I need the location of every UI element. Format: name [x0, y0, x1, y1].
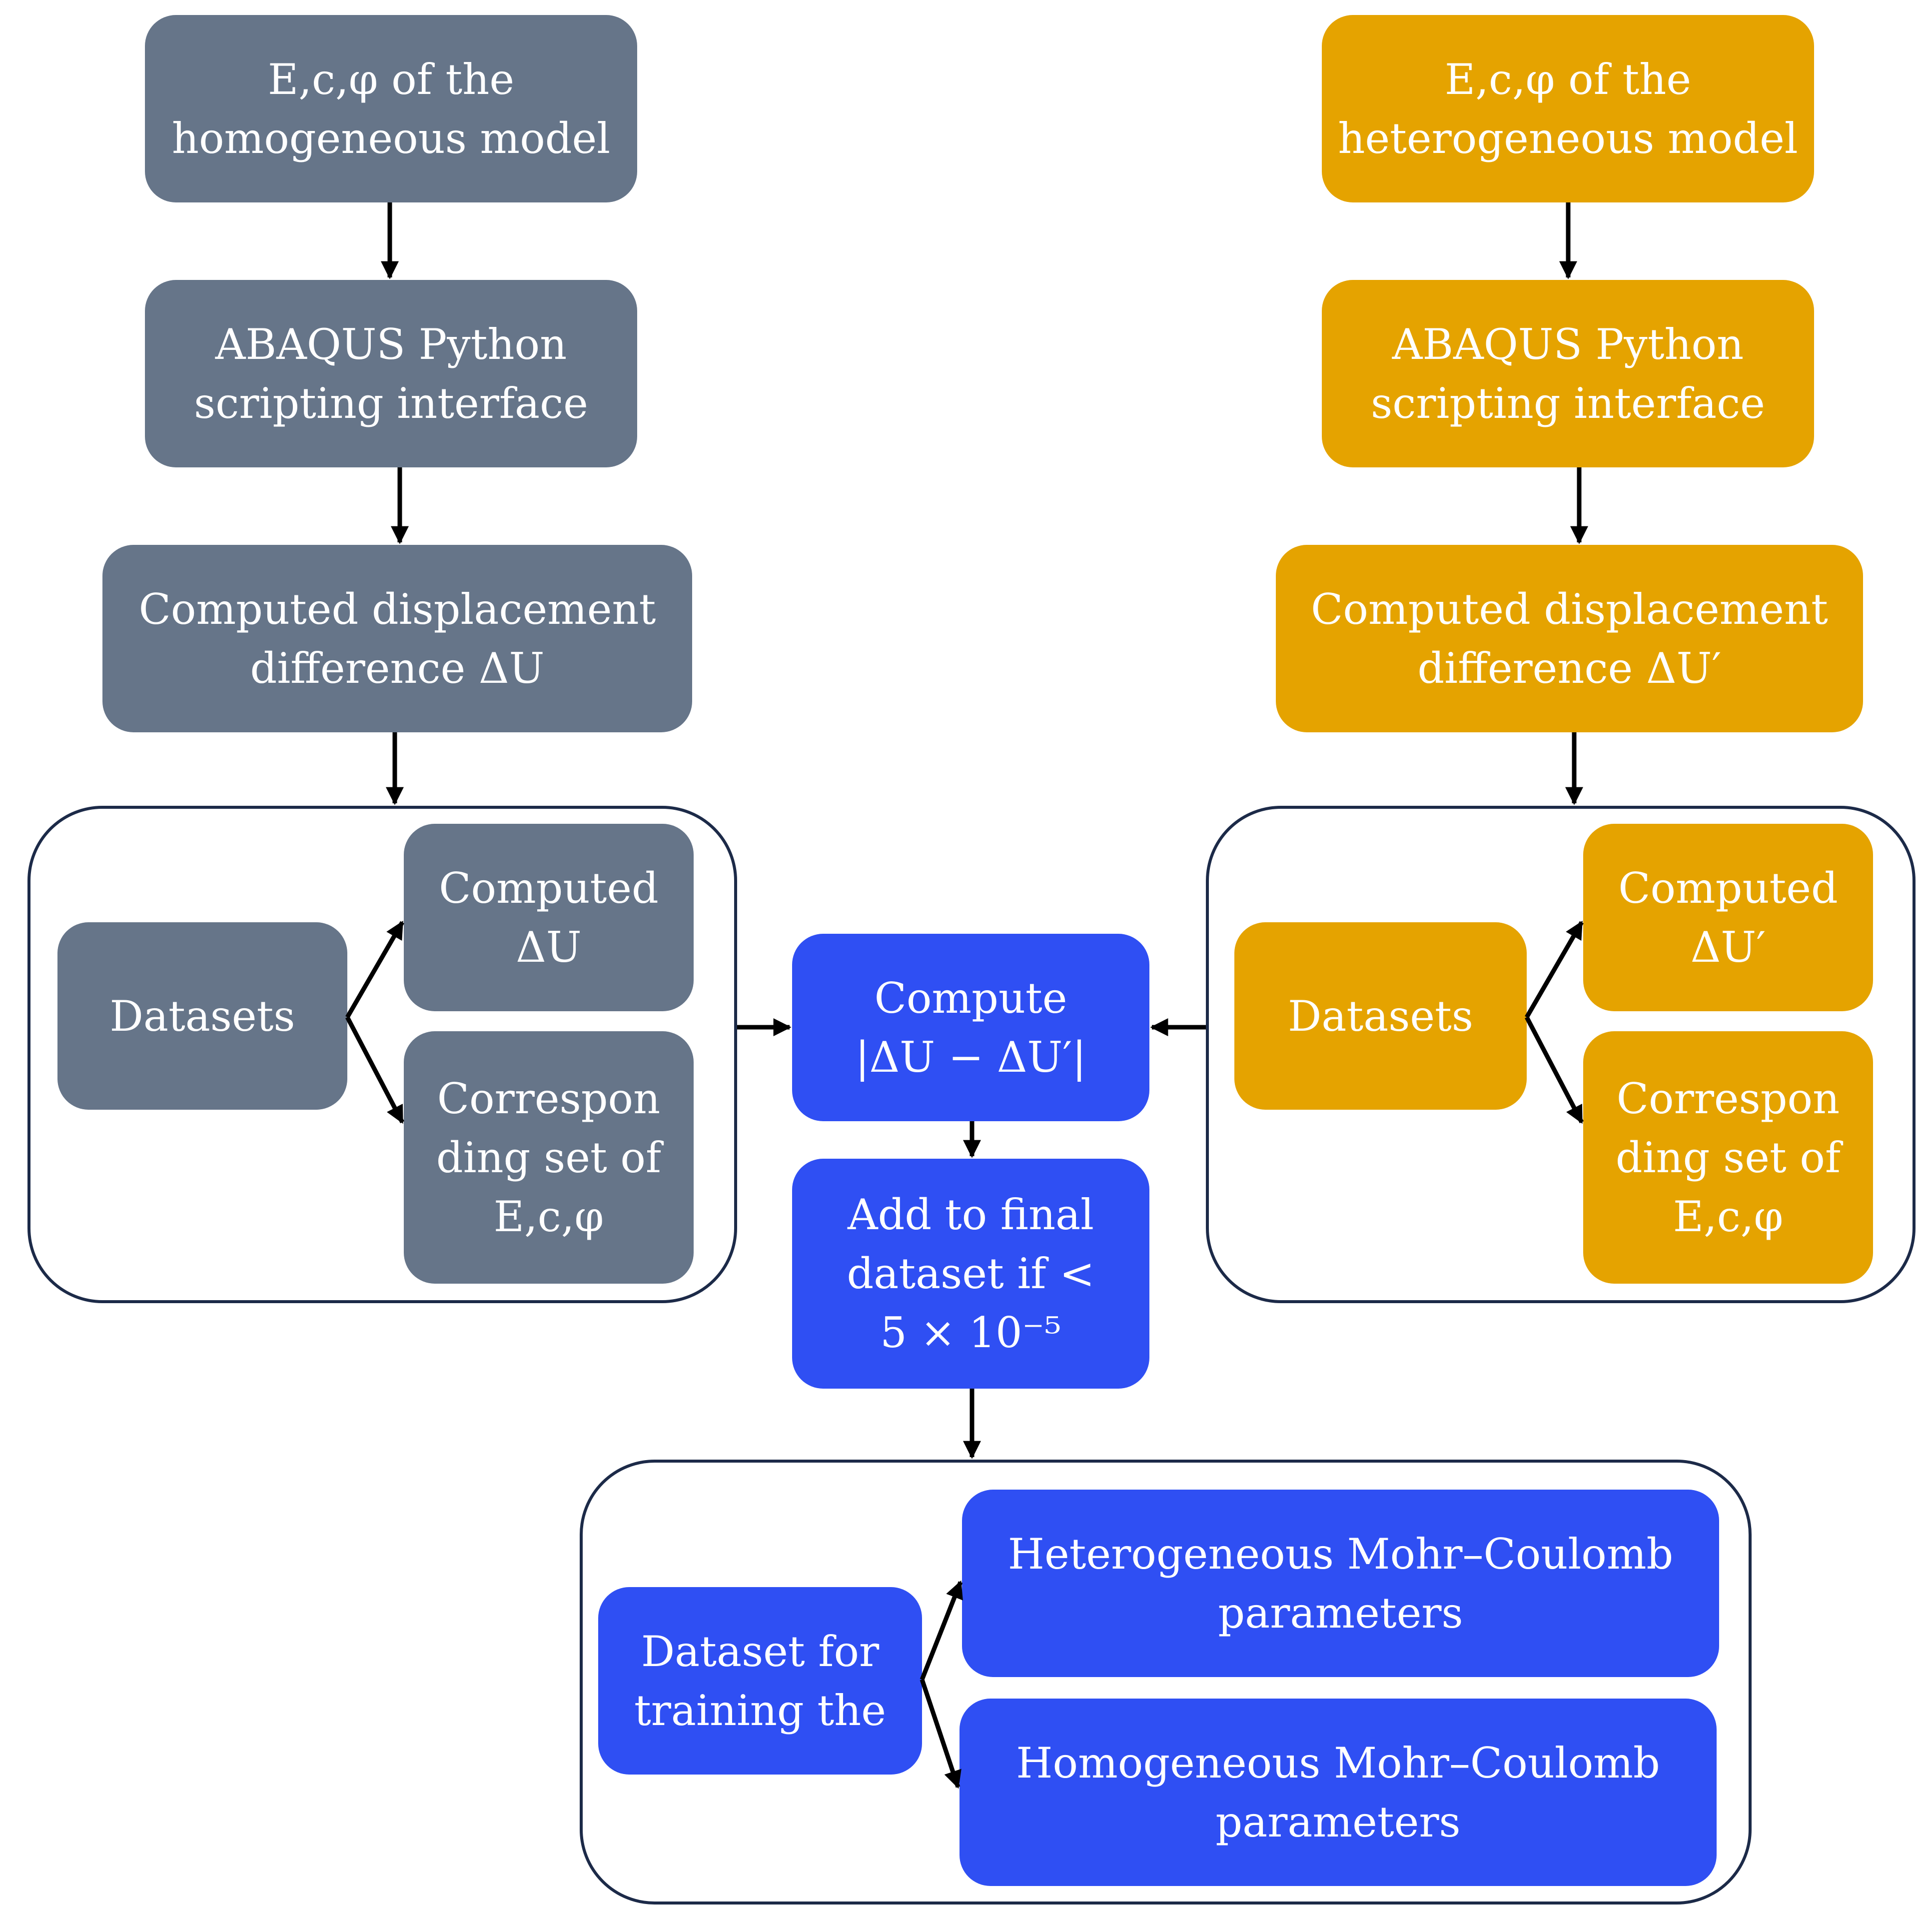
homogeneous-input-line-1: E,c,φ of the	[267, 54, 515, 104]
homogeneous-computed-box: Computed ΔU	[404, 824, 694, 1011]
heterogeneous-abaqus-line-1: ABAQUS Python	[1392, 319, 1744, 369]
heterogeneous-input-line-1: E,c,φ of the	[1444, 54, 1692, 104]
heterogeneous-displacement-line-2: difference ΔU′	[1417, 643, 1722, 693]
threshold-filter-box: Add to final dataset if < 5 × 10⁻⁵	[792, 1159, 1149, 1389]
homogeneous-parameter-set-line-2: ding set of	[436, 1133, 662, 1182]
heterogeneous-abaqus-box: ABAQUS Python scripting interface	[1322, 280, 1814, 467]
threshold-filter-line-1: Add to final	[847, 1190, 1094, 1239]
homogeneous-abaqus-box: ABAQUS Python scripting interface	[145, 280, 637, 467]
heterogeneous-computed-line-1: Computed	[1618, 863, 1838, 913]
homogeneous-input-box: E,c,φ of the homogeneous model	[145, 15, 637, 202]
homogeneous-input-line-2: homogeneous model	[171, 113, 611, 163]
heterogeneous-computed-box: Computed ΔU′	[1583, 824, 1873, 1011]
homogeneous-displacement-line-1: Computed displacement	[138, 584, 656, 634]
heterogeneous-parameter-set-line-1: Correspon	[1616, 1074, 1840, 1123]
homogeneous-parameter-set-box: Correspon ding set of E,c,φ	[404, 1031, 694, 1284]
compute-difference-line-2: |ΔU − ΔU′|	[855, 1032, 1086, 1082]
heterogeneous-mc-parameters-line-2: parameters	[1218, 1588, 1463, 1638]
homogeneous-displacement-box: Computed displacement difference ΔU	[102, 545, 692, 732]
homogeneous-mc-parameters-box: Homogeneous Mohr–Coulomb parameters	[960, 1699, 1717, 1886]
threshold-filter-line-2: dataset if <	[847, 1249, 1095, 1298]
threshold-filter-line-3: 5 × 10⁻⁵	[880, 1308, 1061, 1357]
heterogeneous-abaqus-line-2: scripting interface	[1371, 378, 1765, 428]
compute-difference-box: Compute |ΔU − ΔU′|	[792, 934, 1149, 1121]
training-dataset-line-2: training the	[634, 1686, 886, 1735]
homogeneous-datasets-label: Datasets	[109, 991, 295, 1041]
homogeneous-abaqus-line-1: ABAQUS Python	[215, 319, 567, 369]
heterogeneous-displacement-line-1: Computed displacement	[1311, 584, 1828, 634]
heterogeneous-input-box: E,c,φ of the heterogeneous model	[1322, 15, 1814, 202]
homogeneous-mc-parameters-line-1: Homogeneous Mohr–Coulomb	[1016, 1738, 1660, 1788]
homogeneous-abaqus-line-2: scripting interface	[194, 378, 588, 428]
homogeneous-computed-line-2: ΔU	[516, 922, 582, 972]
heterogeneous-datasets-box: Datasets	[1234, 922, 1527, 1110]
homogeneous-computed-line-1: Computed	[439, 863, 659, 913]
heterogeneous-parameter-set-box: Correspon ding set of E,c,φ	[1583, 1031, 1873, 1284]
compute-difference-line-1: Compute	[874, 973, 1067, 1023]
heterogeneous-computed-line-2: ΔU′	[1690, 922, 1766, 972]
homogeneous-parameter-set-line-3: E,c,φ	[493, 1192, 604, 1241]
heterogeneous-parameter-set-line-2: ding set of	[1615, 1133, 1841, 1182]
homogeneous-displacement-line-2: difference ΔU	[250, 643, 545, 693]
heterogeneous-input-line-2: heterogeneous model	[1338, 113, 1798, 163]
left-datasets-group	[27, 806, 737, 1303]
homogeneous-mc-parameters-line-2: parameters	[1215, 1797, 1461, 1847]
homogeneous-datasets-box: Datasets	[57, 922, 347, 1110]
heterogeneous-mc-parameters-box: Heterogeneous Mohr–Coulomb parameters	[962, 1490, 1719, 1677]
training-dataset-group	[580, 1460, 1752, 1905]
right-datasets-group	[1206, 806, 1916, 1303]
training-dataset-line-1: Dataset for	[641, 1627, 880, 1676]
heterogeneous-parameter-set-line-3: E,c,φ	[1673, 1192, 1784, 1241]
heterogeneous-mc-parameters-line-1: Heterogeneous Mohr–Coulomb	[1007, 1529, 1674, 1579]
heterogeneous-displacement-box: Computed displacement difference ΔU′	[1276, 545, 1863, 732]
heterogeneous-datasets-label: Datasets	[1288, 991, 1473, 1041]
training-dataset-box: Dataset for training the	[598, 1587, 922, 1775]
homogeneous-parameter-set-line-1: Correspon	[437, 1074, 661, 1123]
